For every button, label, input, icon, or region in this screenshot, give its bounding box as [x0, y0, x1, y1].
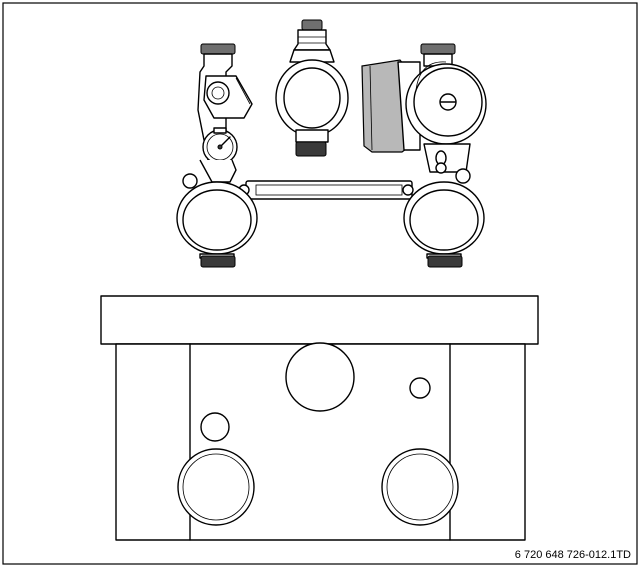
circulation-pump	[361, 43, 487, 184]
right-union-nut	[403, 181, 485, 268]
right-top-thread-icon	[420, 43, 456, 55]
left-union-nut	[176, 181, 258, 268]
left-union-ring-icon	[182, 189, 252, 251]
center-valve-ring-icon	[283, 67, 341, 129]
box-opening-small-right-icon	[409, 377, 431, 399]
box-opening-bottom-left-icon	[177, 448, 255, 526]
right-drain-valve-icon	[455, 168, 471, 184]
center-bottom-thread-icon	[295, 141, 327, 157]
left-supply-line	[182, 43, 253, 189]
center-top-thread-icon	[301, 19, 323, 31]
right-bottom-thread-icon	[427, 255, 463, 268]
left-top-thread-icon	[200, 43, 236, 55]
box-opening-small-left-icon	[200, 412, 230, 442]
left-bottom-thread-icon	[200, 255, 236, 268]
insulation-box	[100, 295, 539, 541]
figure-reference-code: 6 720 648 726-012.1TD	[515, 549, 631, 561]
left-drain-valve-icon	[182, 173, 198, 189]
connection-rail	[238, 180, 414, 200]
insulation-box-lid	[100, 295, 539, 345]
box-opening-center-large-icon	[285, 342, 355, 412]
box-opening-bottom-right-icon	[381, 448, 459, 526]
strainer-cap-icon	[206, 81, 230, 105]
right-union-ring-icon	[409, 189, 479, 251]
pump-group-assembly	[176, 19, 487, 268]
center-thermometer-valve	[275, 19, 349, 157]
